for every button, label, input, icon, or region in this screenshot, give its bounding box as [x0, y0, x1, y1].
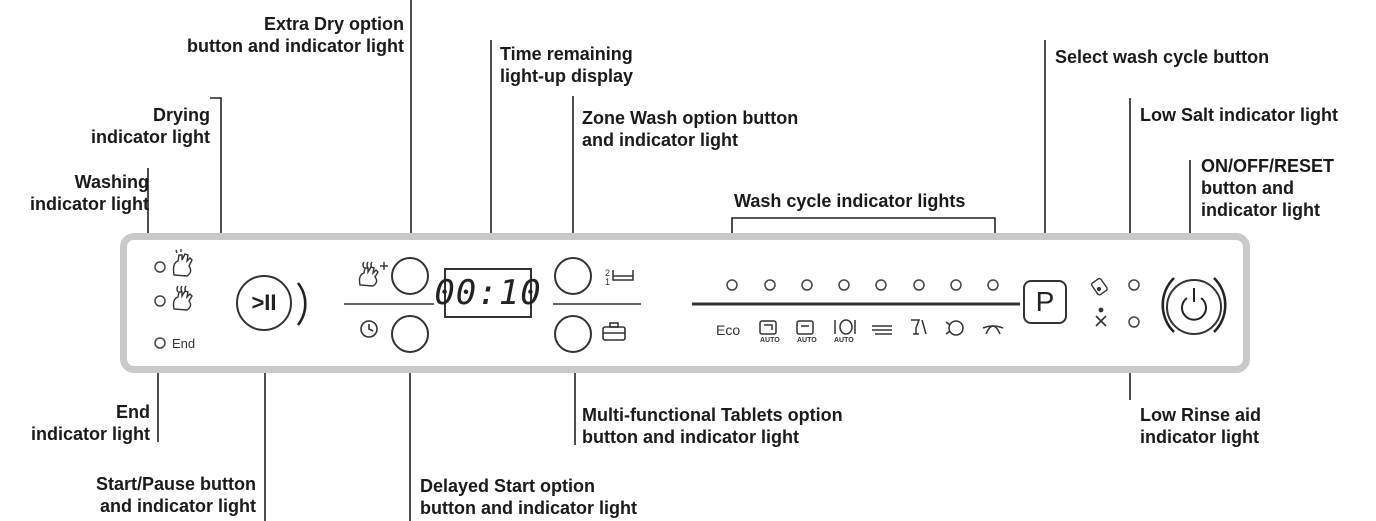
quick-wash-icon: [872, 325, 892, 335]
program-button-label: P: [1035, 286, 1055, 317]
label-line: button and indicator light: [187, 36, 404, 56]
drying-heat-icon: [172, 285, 193, 311]
label-extra-dry: Extra Dry option button and indicator li…: [187, 13, 404, 57]
label-time-remaining: Time remaining light-up display: [500, 43, 633, 87]
label-drying: Drying indicator light: [91, 104, 210, 148]
delayed-start-button[interactable]: [391, 315, 429, 353]
end-led: [154, 337, 166, 349]
label-line: ON/OFF/RESET: [1201, 156, 1335, 176]
time-remaining-display: 00:10: [434, 268, 541, 318]
label-line: button and: [1201, 178, 1294, 198]
label-line: and indicator light: [582, 130, 738, 150]
auto-normal-icon: [796, 320, 814, 335]
clock-icon: [360, 320, 378, 338]
drying-led: [154, 295, 166, 307]
label-multi-tablets: Multi-functional Tablets option button a…: [582, 404, 843, 448]
start-pause-symbol: >II: [251, 290, 277, 315]
rinse-icon: [982, 325, 1004, 335]
washing-hand-icon: [172, 249, 193, 277]
end-indicator-text: End: [172, 336, 196, 351]
auto-label: AUTO: [834, 337, 854, 344]
label-line: light-up display: [500, 66, 633, 86]
label-low-rinse: Low Rinse aid indicator light: [1140, 404, 1261, 448]
label-line: Wash cycle indicator lights: [734, 191, 966, 211]
washing-led: [154, 261, 166, 273]
extra-dry-button[interactable]: [391, 257, 429, 295]
label-line: Low Salt indicator light: [1140, 105, 1338, 125]
label-line: Select wash cycle button: [1055, 47, 1270, 67]
display-time-text: 00:10: [434, 273, 542, 313]
label-line: indicator light: [30, 194, 149, 214]
label-end: End indicator light: [31, 401, 150, 445]
label-zone-wash: Zone Wash option button and indicator li…: [582, 107, 798, 151]
select-wash-cycle-button[interactable]: P: [1023, 280, 1067, 324]
label-line: Start/Pause button: [95, 474, 256, 494]
half-load-icon: [945, 320, 964, 336]
label-line: indicator light: [31, 424, 150, 444]
on-off-reset-button[interactable]: [1166, 279, 1222, 335]
label-line: Drying: [152, 105, 210, 125]
label-select-cycle: Select wash cycle button: [1055, 46, 1269, 68]
glass-icon: [911, 319, 927, 335]
start-pause-button[interactable]: >II: [236, 275, 292, 331]
label-line: Multi-functional Tablets option: [582, 405, 843, 425]
zone-wash-rack-icon: 2 1: [605, 268, 634, 287]
label-line: indicator light: [1140, 427, 1259, 447]
label-line: Extra Dry option: [263, 14, 404, 34]
extra-dry-icon: [358, 261, 388, 287]
zone-wash-button[interactable]: [554, 257, 592, 295]
label-on-off: ON/OFF/RESET button and indicator light: [1201, 155, 1334, 221]
label-delayed-start: Delayed Start option button and indicato…: [420, 475, 637, 519]
eco-cycle-text: Eco: [716, 322, 741, 338]
auto-label: AUTO: [797, 337, 817, 344]
low-rinse-led: [1128, 316, 1140, 328]
label-washing: Washing indicator light: [30, 171, 149, 215]
label-line: Delayed Start option: [420, 476, 596, 496]
low-salt-led: [1128, 279, 1140, 291]
tablet-icon: [602, 322, 626, 341]
label-line: button and indicator light: [582, 427, 799, 447]
label-line: End: [116, 402, 150, 422]
label-line: Washing: [74, 172, 149, 192]
label-line: indicator light: [91, 127, 210, 147]
label-line: and indicator light: [100, 496, 256, 516]
rinse-aid-icon: [1095, 307, 1107, 327]
label-start-pause: Start/Pause button and indicator light: [96, 473, 256, 517]
label-low-salt: Low Salt indicator light: [1140, 104, 1338, 126]
label-line: indicator light: [1201, 200, 1320, 220]
label-line: button and indicator light: [420, 498, 637, 518]
multi-tablets-button[interactable]: [554, 315, 592, 353]
svg-text:1: 1: [605, 277, 610, 287]
auto-dishes-icon: [834, 319, 856, 335]
auto-intensive-icon: [759, 320, 777, 335]
label-line: Low Rinse aid: [1140, 405, 1262, 425]
wash-cycle-leds: [726, 279, 999, 291]
label-line: Zone Wash option button: [582, 108, 799, 128]
auto-label: AUTO: [760, 337, 780, 344]
label-wash-cycle-lights: Wash cycle indicator lights: [734, 190, 965, 212]
label-line: Time remaining: [500, 44, 633, 64]
svg-text:2: 2: [605, 268, 610, 278]
start-arc: [296, 282, 307, 326]
salt-icon: [1090, 277, 1108, 296]
